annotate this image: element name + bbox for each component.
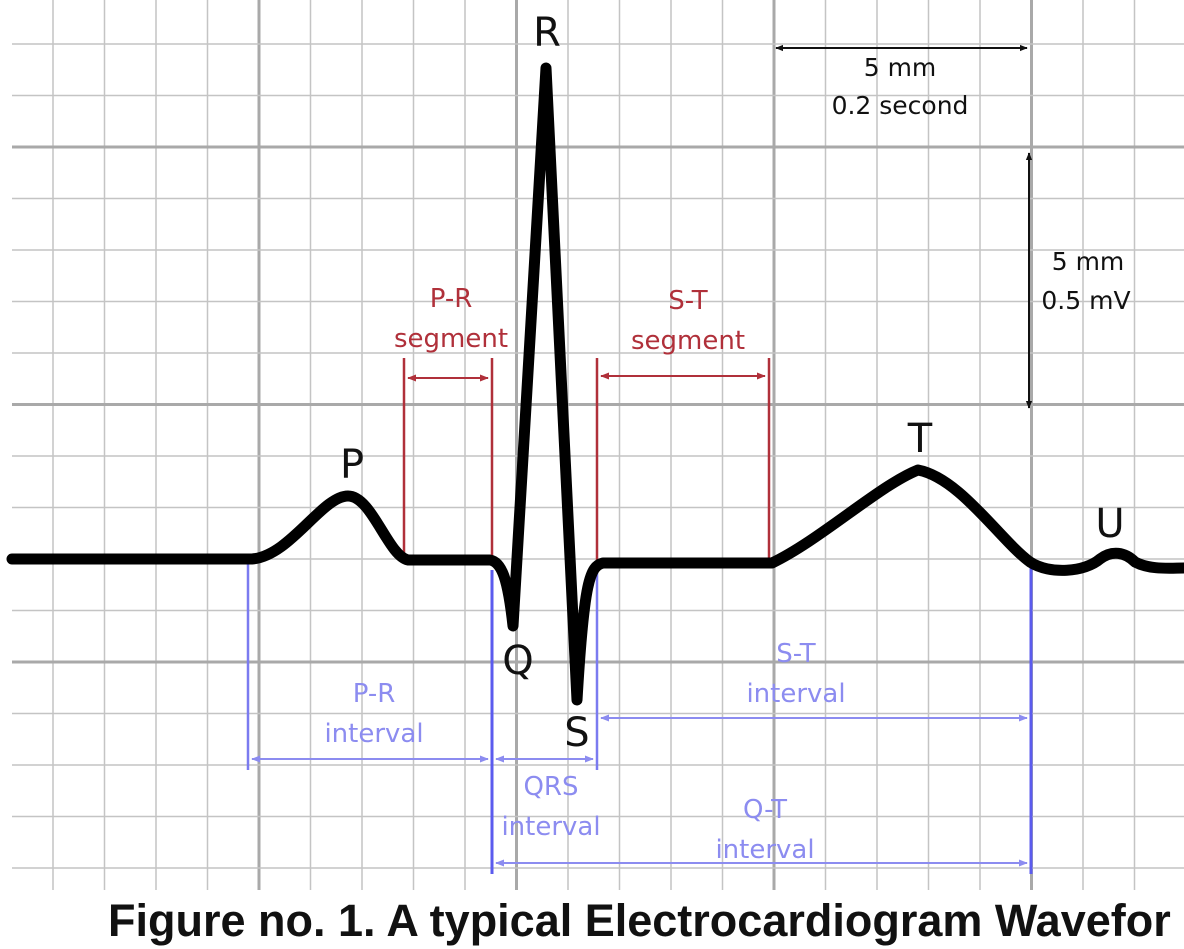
figure-caption: Figure no. 1. A typical Electrocardiogra…	[108, 895, 1171, 946]
st-segment-label-2: segment	[631, 326, 745, 356]
st-segment-marker: S-T segment	[595, 286, 771, 560]
ecg-grid	[12, 0, 1184, 890]
qrs-interval-label-2: interval	[501, 812, 600, 842]
qrs-interval-label-1: QRS	[523, 772, 578, 802]
qt-interval-label-2: interval	[715, 835, 814, 865]
time-scale-bar: 5 mm 0.2 second	[775, 44, 1028, 120]
time-scale-mm: 5 mm	[864, 53, 937, 82]
qt-interval-marker: Q-T interval	[495, 795, 1028, 867]
r-wave-label: R	[533, 10, 561, 56]
pr-segment-label-2: segment	[394, 324, 508, 354]
voltage-scale-bar: 5 mm 0.5 mV	[1025, 152, 1131, 409]
t-wave-label: T	[907, 416, 933, 462]
s-wave-label: S	[564, 710, 589, 756]
qrs-interval-marker: QRS interval	[495, 755, 601, 842]
pr-interval-marker: P-R interval	[251, 679, 489, 763]
voltage-scale-mv: 0.5 mV	[1041, 286, 1130, 315]
pr-interval-label-1: P-R	[353, 679, 396, 709]
st-segment-label-1: S-T	[668, 286, 707, 316]
st-interval-marker: S-T interval	[600, 639, 1028, 722]
pr-segment-marker: P-R segment	[394, 284, 508, 560]
p-wave-label: P	[340, 442, 364, 488]
ecg-waveform	[6, 62, 1184, 706]
pr-segment-label-1: P-R	[430, 284, 473, 314]
time-scale-seconds: 0.2 second	[832, 91, 969, 120]
pr-interval-label-2: interval	[324, 719, 423, 749]
voltage-scale-mm: 5 mm	[1052, 247, 1125, 276]
st-interval-label-1: S-T	[776, 639, 815, 669]
u-wave-label: U	[1095, 501, 1124, 547]
qt-interval-label-1: Q-T	[743, 795, 787, 825]
interval-boundaries	[246, 564, 1033, 874]
q-wave-label: Q	[502, 638, 533, 684]
st-interval-label-2: interval	[746, 679, 845, 709]
